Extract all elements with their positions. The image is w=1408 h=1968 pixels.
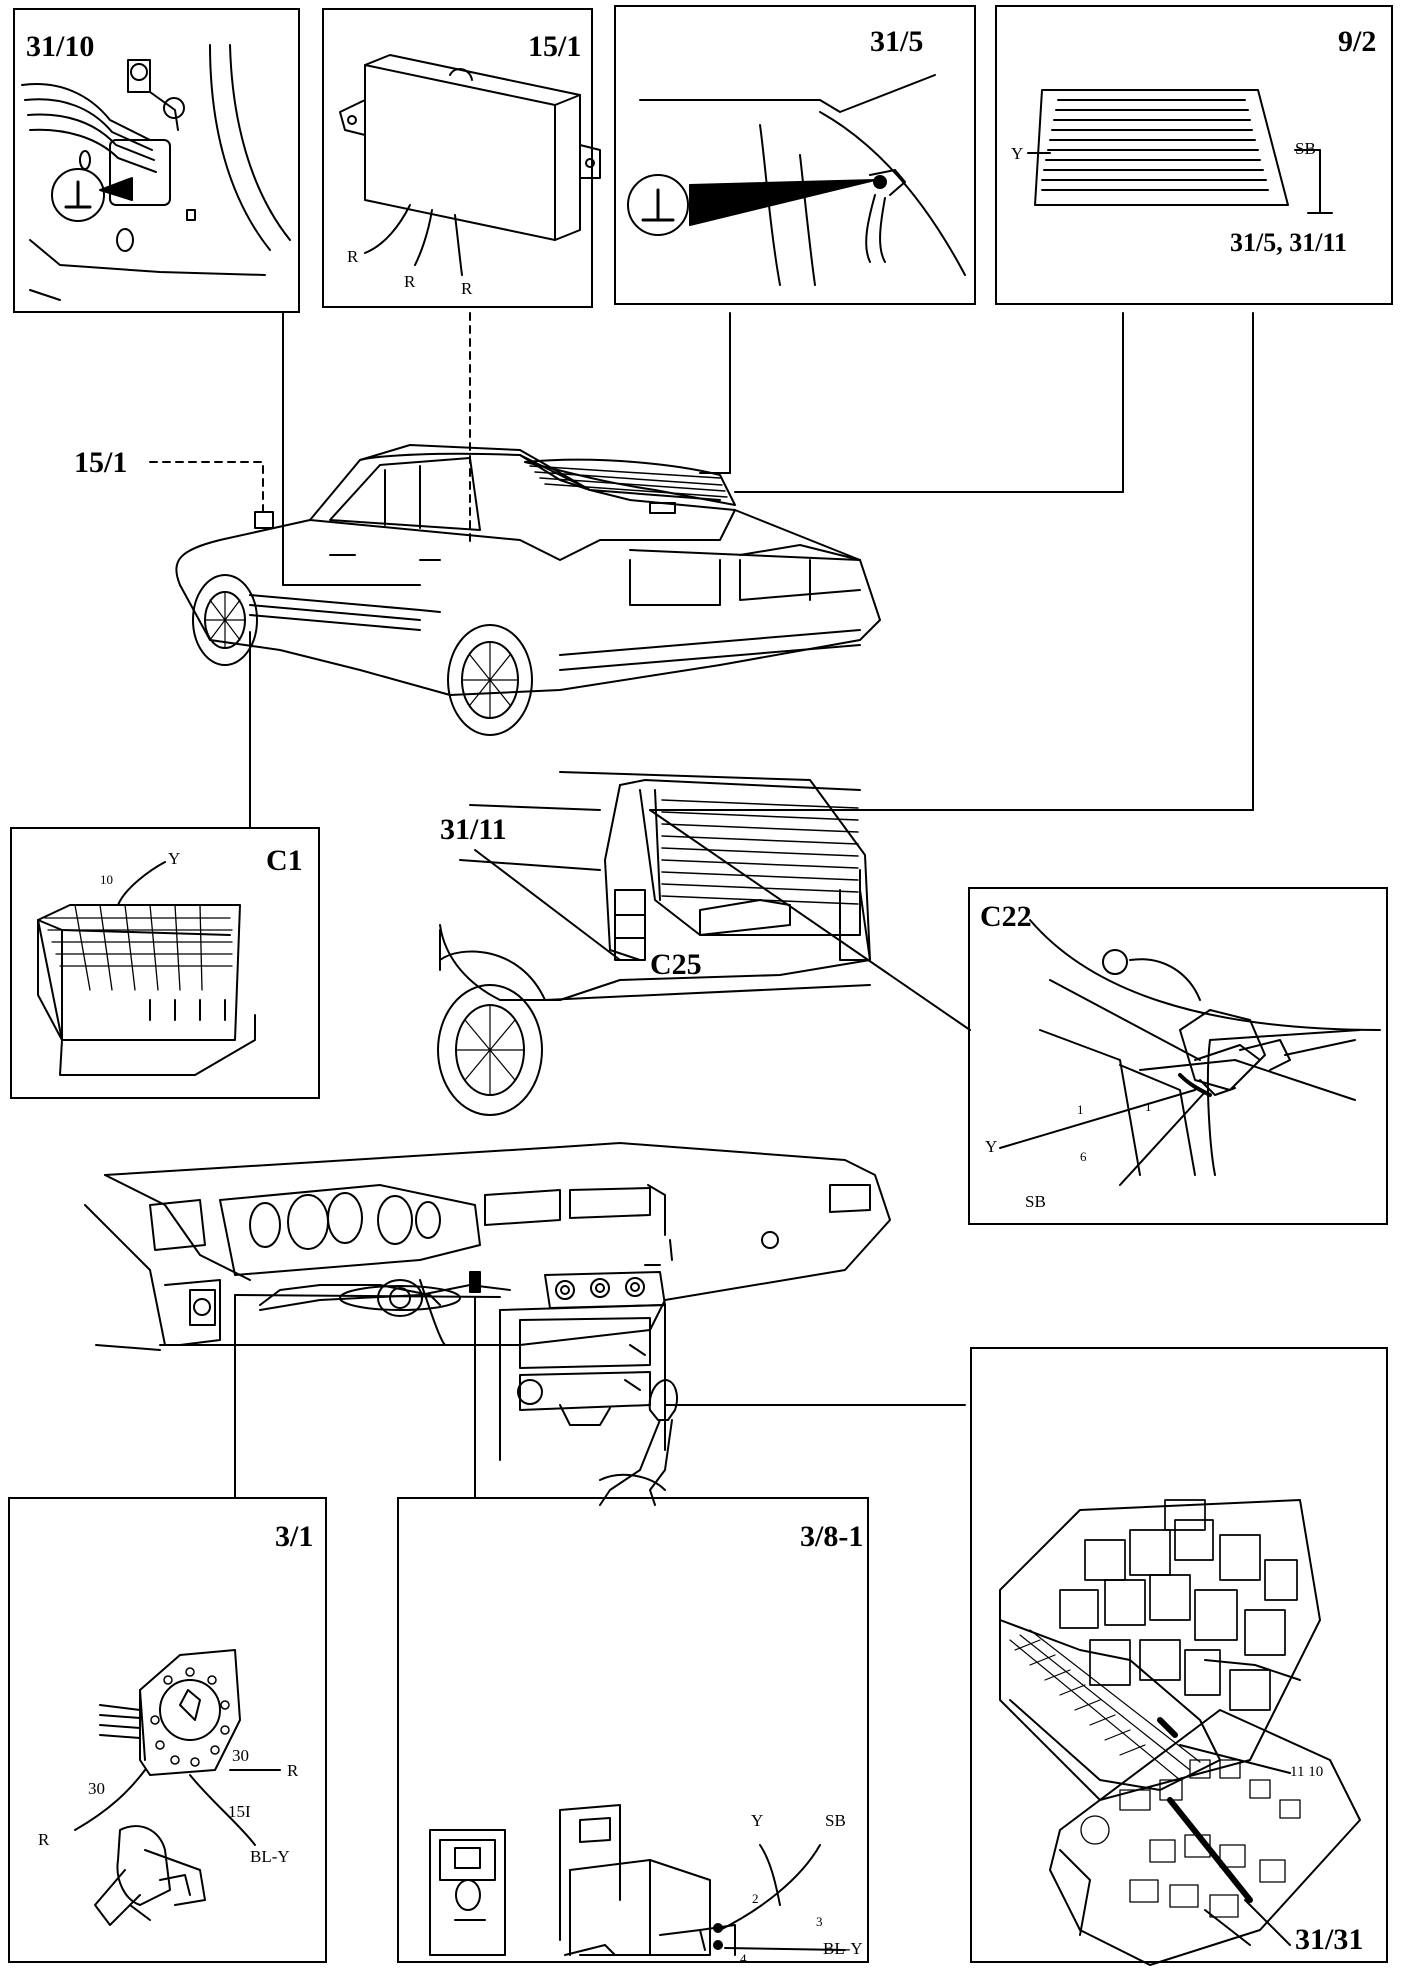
panel-31-10-title: 31/10	[26, 30, 95, 63]
panel-c22-title: C22	[980, 900, 1032, 933]
panel-3-8-1	[397, 1497, 869, 1963]
terminal-30-a: 30	[232, 1746, 249, 1765]
wire-label-y: Y	[1011, 144, 1024, 163]
c1-wire-label: Y	[168, 849, 181, 868]
relay-pins-11-10: 11 10	[1290, 1764, 1324, 1780]
c22-pin-6: 6	[1080, 1149, 1087, 1164]
panel-15-1-title: 15/1	[528, 30, 582, 63]
wire-r-right: R	[287, 1761, 299, 1780]
panel-31-5-sketch	[627, 74, 966, 286]
panel-3-1	[8, 1497, 327, 1963]
switch-wire-sb: SB	[825, 1811, 846, 1830]
panel-31-31-title: 31/31	[1295, 1923, 1364, 1956]
wire-label-r-1: R	[347, 247, 359, 266]
switch-pin-3: 3	[816, 1914, 823, 1929]
panel-c1	[10, 827, 320, 1099]
panel-15-1	[322, 8, 593, 308]
panel-31-10-sketch	[21, 44, 291, 301]
c1-pin-number: 10	[100, 872, 113, 887]
panel-3-8-1-title: 3/8-1	[800, 1520, 864, 1553]
ground-reference: 31/5, 31/11	[1230, 228, 1348, 257]
panel-c1-title: C1	[266, 844, 303, 877]
c22-wire-y: Y	[985, 1137, 998, 1156]
panel-31-10	[13, 8, 300, 313]
panel-9-2-sketch	[1027, 89, 1333, 214]
callout-31-11: 31/11	[440, 813, 507, 846]
callout-15-1: 15/1	[74, 446, 128, 479]
switch-wire-y: Y	[751, 1811, 764, 1830]
wire-r-left: R	[38, 1830, 50, 1849]
panel-31-31-leader	[1204, 1909, 1251, 1946]
switch-wire-bl-y: BL-Y	[823, 1939, 863, 1958]
terminal-15i: 15I	[228, 1802, 251, 1821]
terminal-30-b: 30	[88, 1779, 105, 1798]
panel-c1-sketch	[37, 861, 256, 1076]
top-connector-lines	[149, 312, 1254, 811]
wire-label-r-2: R	[404, 272, 416, 291]
panel-3-1-sketch	[74, 1649, 281, 1926]
c22-wire-sb: SB	[1025, 1192, 1046, 1211]
dashboard-connector-lines	[234, 1294, 966, 1498]
panel-9-2-title: 9/2	[1338, 25, 1377, 58]
c22-pin-1b: 1	[1145, 1099, 1152, 1114]
panel-31-31	[970, 1347, 1388, 1963]
wagon-car-sketch	[437, 771, 971, 1116]
panel-3-1-title: 3/1	[275, 1520, 314, 1553]
wire-label-r-3: R	[461, 279, 473, 298]
panel-31-5	[614, 5, 976, 305]
wire-label-sb: SB	[1295, 139, 1316, 158]
panel-9-2	[995, 5, 1393, 305]
dashboard-sketch	[84, 1142, 891, 1506]
switch-pin-2: 2	[752, 1891, 759, 1906]
panel-c22	[968, 887, 1388, 1225]
c22-pin-1a: 1	[1077, 1102, 1084, 1117]
panel-3-8-1-sketch	[429, 1804, 846, 1956]
wire-bl-y-3-1: BL-Y	[250, 1847, 290, 1866]
panel-15-1-sketch	[339, 54, 601, 276]
sedan-car-sketch	[175, 444, 881, 736]
panel-31-5-title: 31/5	[870, 25, 924, 58]
switch-pin-4: 4	[740, 1951, 747, 1966]
panel-31-31-sketch	[999, 1499, 1361, 1966]
panel-c22-sketch	[999, 919, 1381, 1186]
callout-c25: C25	[650, 948, 702, 981]
